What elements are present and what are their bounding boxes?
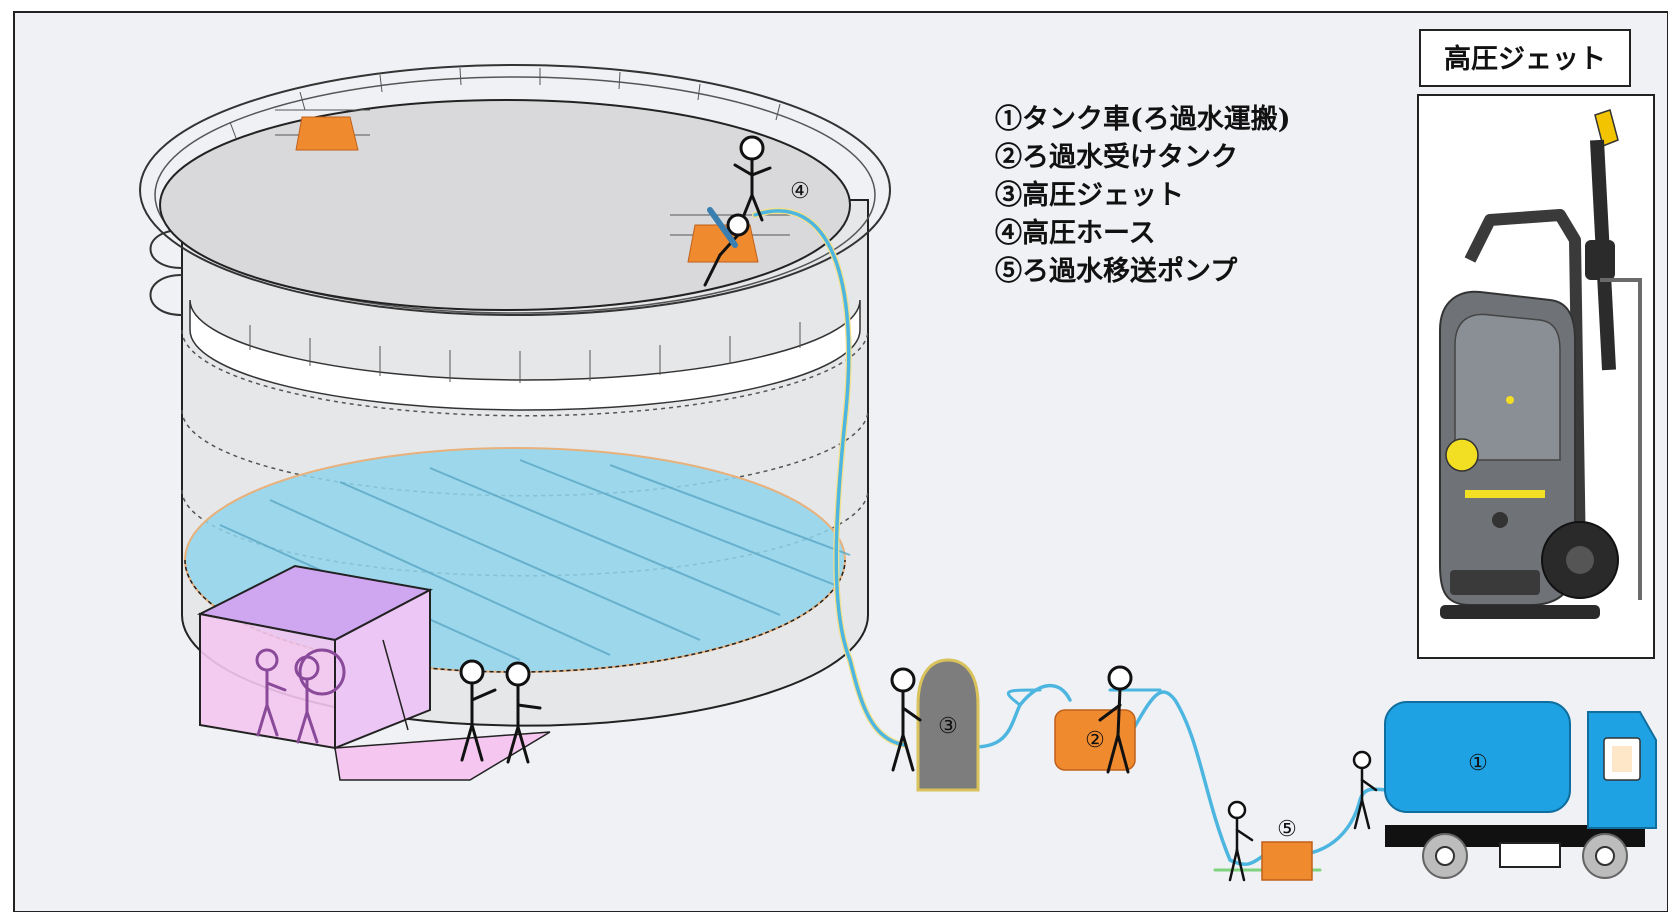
tank-roof: [159, 99, 851, 311]
receiving-tank-marker: ②: [1085, 728, 1105, 753]
tank-truck: ①: [1384, 701, 1657, 879]
transfer-pump-unit: ⑤: [1261, 817, 1313, 881]
jet-marker: ③: [938, 714, 958, 739]
hose-marker: ④: [790, 179, 810, 204]
photo-title-box: [1419, 29, 1631, 87]
truck-tank: [1384, 701, 1571, 813]
receiving-tank-unit: ②: [1054, 709, 1136, 771]
tent-floor-mat: [334, 731, 551, 781]
legend: ①タンク車(ろ過水運搬) ②ろ過水受けタンク ③高圧ジェット ④高圧ホース ⑤ろ…: [995, 103, 1291, 287]
worker-at-tent-entrance: [459, 659, 542, 764]
legend-item-receiving-tank: ②ろ過水受けタンク: [995, 141, 1238, 173]
worker-on-roof: [733, 135, 772, 222]
pressure-washer-illustration: [1439, 109, 1642, 619]
high-pressure-jet-unit: ③: [916, 658, 980, 792]
truck-marker: ①: [1468, 751, 1488, 776]
worker-in-tent: [255, 648, 346, 744]
entry-tent: [196, 564, 551, 781]
worker-in-hatch: [703, 207, 750, 287]
photo-title: 高圧ジェット: [1444, 43, 1606, 75]
photo-panel: 高圧ジェット: [1417, 29, 1655, 659]
worker-at-receiving-tank: [1098, 665, 1133, 774]
tank-rim-inner-line: [154, 76, 876, 314]
tank-seam: [181, 329, 869, 417]
worker-at-jet: [890, 667, 922, 772]
worker-at-pump: [1227, 800, 1254, 882]
tank-seam: [181, 409, 869, 497]
legend-item-pump: ⑤ろ過水移送ポンプ: [995, 255, 1238, 287]
pump-marker: ⑤: [1277, 817, 1297, 842]
legend-item-hose: ④高圧ホース: [995, 217, 1156, 249]
roof-hatch: [275, 109, 370, 151]
tent-side: [334, 588, 431, 750]
legend-item-jet: ③高圧ジェット: [995, 179, 1184, 211]
legend-item-truck: ①タンク車(ろ過水運搬): [995, 103, 1291, 135]
worker-at-truck: [1352, 750, 1378, 830]
tank-outer-rim: [139, 64, 891, 316]
tank-band: [189, 299, 861, 411]
